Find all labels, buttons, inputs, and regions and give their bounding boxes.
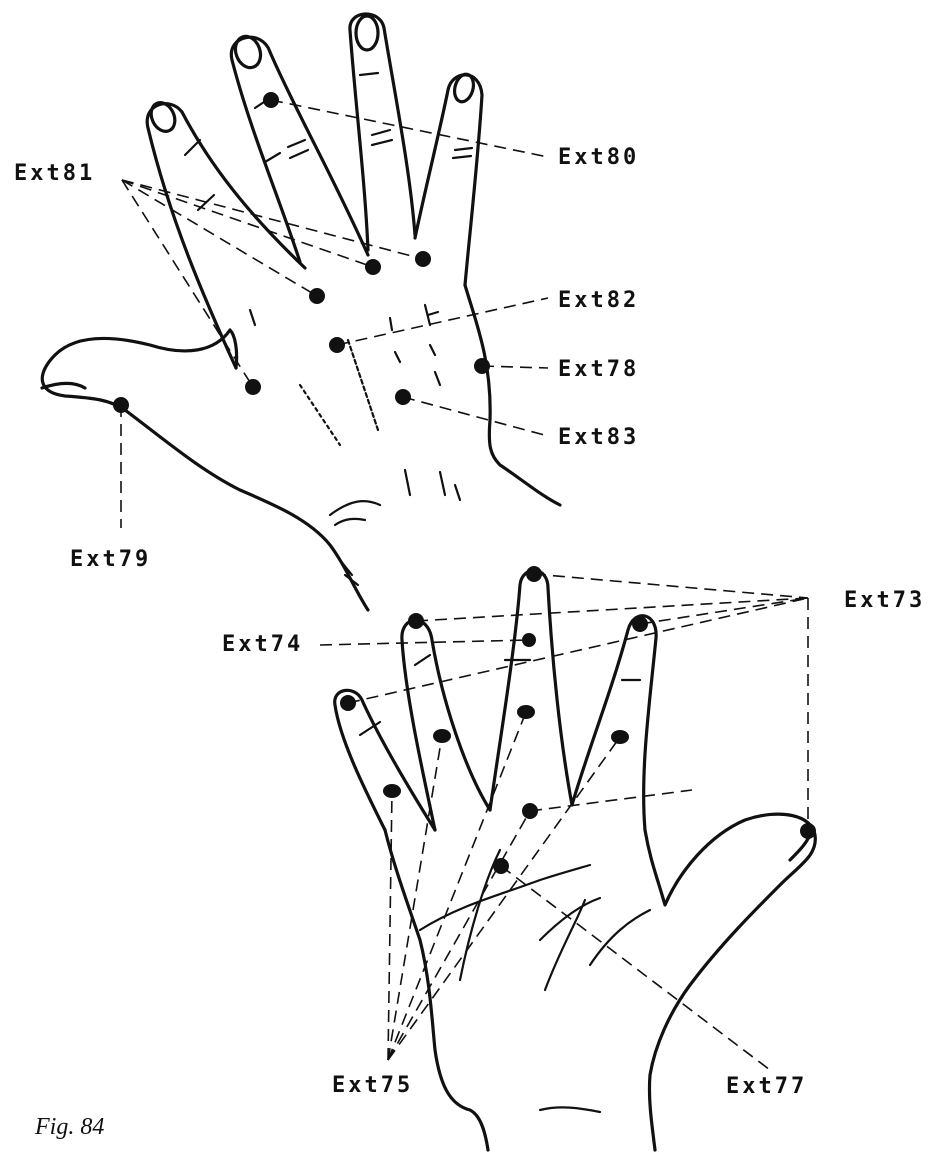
palmar-leaders [320, 574, 808, 1070]
palmar-index-finger [572, 616, 656, 830]
label-ext80: Ext80 [558, 147, 639, 169]
point-ext81-b [365, 259, 381, 275]
dorsal-middle-nail [356, 16, 378, 50]
label-ext73: Ext73 [844, 590, 925, 612]
point-ext75-a [517, 705, 535, 719]
label-ext75: Ext75 [332, 1075, 413, 1097]
point-ext81-d [245, 379, 261, 395]
dorsal-hand-outline [465, 285, 560, 505]
point-ext75-c [611, 730, 629, 744]
dorsal-thumb-nail [42, 384, 85, 389]
palmar-thumb-outline [645, 814, 815, 1150]
label-ext83: Ext83 [558, 427, 639, 449]
dorsal-hand-drawing [42, 14, 560, 610]
label-ext79: Ext79 [70, 549, 151, 571]
label-ext77: Ext77 [726, 1076, 807, 1098]
dorsal-ring-finger [231, 37, 368, 262]
label-ext78: Ext78 [558, 359, 639, 381]
point-ext81-c [309, 288, 325, 304]
label-ext82: Ext82 [558, 290, 639, 312]
figure-caption: Fig. 84 [35, 1115, 104, 1139]
dorsal-leaders [121, 100, 548, 528]
label-ext81: Ext81 [14, 163, 95, 185]
palmar-hand-drawing [335, 570, 816, 1150]
label-ext74: Ext74 [222, 634, 303, 656]
dorsal-little-finger [147, 104, 305, 368]
palmar-hand-outline [385, 830, 488, 1150]
palmar-middle-finger [490, 570, 572, 810]
dorsal-points [113, 92, 490, 413]
